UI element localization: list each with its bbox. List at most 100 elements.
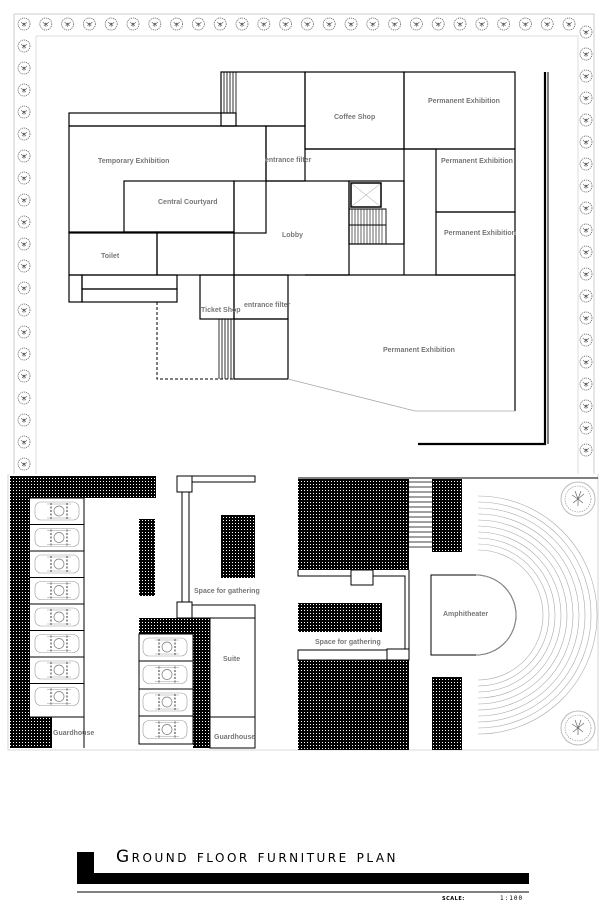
- label-space-for-gathering-1: Space for gathering: [194, 588, 260, 595]
- tree-icon: [213, 17, 227, 31]
- drawing-title: Ground floor furniture plan: [116, 847, 399, 867]
- tree-icon: [344, 17, 358, 31]
- label-guardhouse-2: Guardhouse: [214, 734, 255, 741]
- tree-icon: [17, 83, 31, 97]
- tree-icon: [82, 17, 96, 31]
- tree-icon: [17, 105, 31, 119]
- tree-icon: [104, 17, 118, 31]
- label-coffee-shop: Coffee Shop: [334, 114, 375, 121]
- tree-icon: [409, 17, 423, 31]
- parking-lot-left: [10, 476, 156, 748]
- tree-icon: [579, 69, 593, 83]
- tree-icon: [17, 237, 31, 251]
- tree-icon: [579, 113, 593, 127]
- car-icon: [34, 581, 80, 600]
- car-icon: [34, 607, 80, 627]
- tree-icon: [388, 17, 402, 31]
- tree-icon: [17, 149, 31, 163]
- label-permanent-exhibition-1: Permanent Exhibition: [428, 98, 500, 105]
- label-lobby: Lobby: [282, 232, 303, 239]
- tree-icon: [17, 303, 31, 317]
- car-icon: [142, 665, 188, 684]
- tree-icon: [579, 47, 593, 61]
- tree-icon: [170, 17, 184, 31]
- museum-building: [68, 71, 549, 446]
- tree-icon: [579, 267, 593, 281]
- car-icon: [142, 692, 188, 712]
- tree-icon: [579, 443, 593, 457]
- tree-icon: [126, 17, 140, 31]
- tree-row-right: [579, 25, 593, 457]
- tree-icon: [579, 179, 593, 193]
- tree-icon: [579, 333, 593, 347]
- label-entrance-filter-2: entrance filter: [244, 302, 291, 309]
- tree-icon: [579, 201, 593, 215]
- tree-icon: [17, 281, 31, 295]
- label-space-for-gathering-2: Space for gathering: [315, 639, 381, 646]
- tree-icon: [17, 61, 31, 75]
- tree-icon: [17, 435, 31, 449]
- tree-icon: [17, 215, 31, 229]
- suite-guardhouse-block: [209, 617, 256, 749]
- label-permanent-exhibition-2: Permanent Exhibition: [441, 158, 513, 165]
- tree-icon: [579, 157, 593, 171]
- tree-icon: [17, 259, 31, 273]
- tree-icon: [579, 377, 593, 391]
- garden-right: [297, 477, 598, 750]
- tree-icon: [300, 17, 314, 31]
- car-icon: [34, 634, 80, 653]
- tree-icon: [579, 223, 593, 237]
- tree-icon: [17, 17, 31, 31]
- label-entrance-filter-1: entrance filter: [265, 157, 312, 164]
- tree-icon: [17, 325, 31, 339]
- tree-icon: [17, 413, 31, 427]
- tree-icon: [191, 17, 205, 31]
- tree-icon: [257, 17, 271, 31]
- tree-row-left: [17, 39, 31, 471]
- title-block: [77, 852, 529, 893]
- car-icon: [142, 720, 188, 739]
- label-ticket-shop: Ticket Shop: [201, 307, 241, 314]
- tree-icon: [475, 17, 489, 31]
- tree-icon: [579, 25, 593, 39]
- label-suite: Suite: [223, 656, 240, 663]
- tree-icon: [497, 17, 511, 31]
- planter: [221, 515, 255, 578]
- label-guardhouse-1: Guardhouse: [53, 730, 94, 737]
- tree-icon: [579, 91, 593, 105]
- tree-icon: [322, 17, 336, 31]
- tree-icon: [17, 457, 31, 471]
- room-labels: Coffee Shop Permanent Exhibition Permane…: [53, 98, 516, 741]
- tree-icon: [17, 193, 31, 207]
- tree-icon: [453, 17, 467, 31]
- label-toilet: Toilet: [101, 253, 120, 260]
- car-icon: [34, 528, 80, 547]
- tree-icon: [17, 127, 31, 141]
- tree-icon: [431, 17, 445, 31]
- tree-icon: [562, 17, 576, 31]
- tree-row-top: [17, 17, 576, 31]
- tree-icon: [579, 245, 593, 259]
- dashed-boundaries: [156, 180, 350, 380]
- tree-icon: [579, 355, 593, 369]
- car-icon: [34, 660, 80, 680]
- tree-icon: [279, 17, 293, 31]
- tree-icon: [61, 17, 75, 31]
- label-temporary-exhibition: Temporary Exhibition: [98, 158, 169, 165]
- tree-icon: [579, 135, 593, 149]
- tree-icon: [39, 17, 53, 31]
- tree-icon: [17, 171, 31, 185]
- tree-icon: [17, 39, 31, 53]
- car-icon: [34, 554, 80, 574]
- scale-value: 1:100: [500, 895, 524, 902]
- parking-lot-center: [138, 618, 210, 748]
- label-permanent-exhibition-3: Permanent Exhibition: [444, 230, 516, 237]
- tree-icon: [17, 369, 31, 383]
- tree-icon: [148, 17, 162, 31]
- tree-icon: [579, 311, 593, 325]
- label-permanent-exhibition-4: Permanent Exhibition: [383, 347, 455, 354]
- label-central-courtyard: Central Courtyard: [158, 199, 218, 206]
- tree-icon: [579, 399, 593, 413]
- car-icon: [34, 501, 80, 521]
